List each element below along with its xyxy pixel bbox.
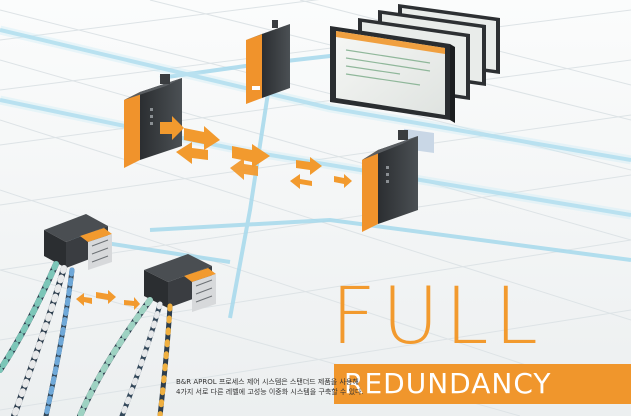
caption-line-1: B&R APROL 프로세스 제어 시스템은 스탠더드 제품을 사용해 [176,378,359,386]
monitor-display [330,4,500,153]
data-exchange-arrows [76,116,352,310]
caption: B&R APROL 프로세스 제어 시스템은 스탠더드 제품을 사용해 4가지 … [176,377,364,397]
headline-subtitle-band: REDUNDANCY [334,364,631,404]
controller-module [246,20,290,104]
headline-subtitle: REDUNDANCY [344,367,552,400]
cable-bundle [0,261,173,416]
headline-title: FULL [331,272,544,362]
controller-module [124,74,182,168]
controller-module [362,130,418,232]
io-module [44,214,112,270]
caption-line-2: 4가지 서로 다른 레벨에 고성능 이중화 시스템을 구축할 수 있다. [176,388,364,396]
